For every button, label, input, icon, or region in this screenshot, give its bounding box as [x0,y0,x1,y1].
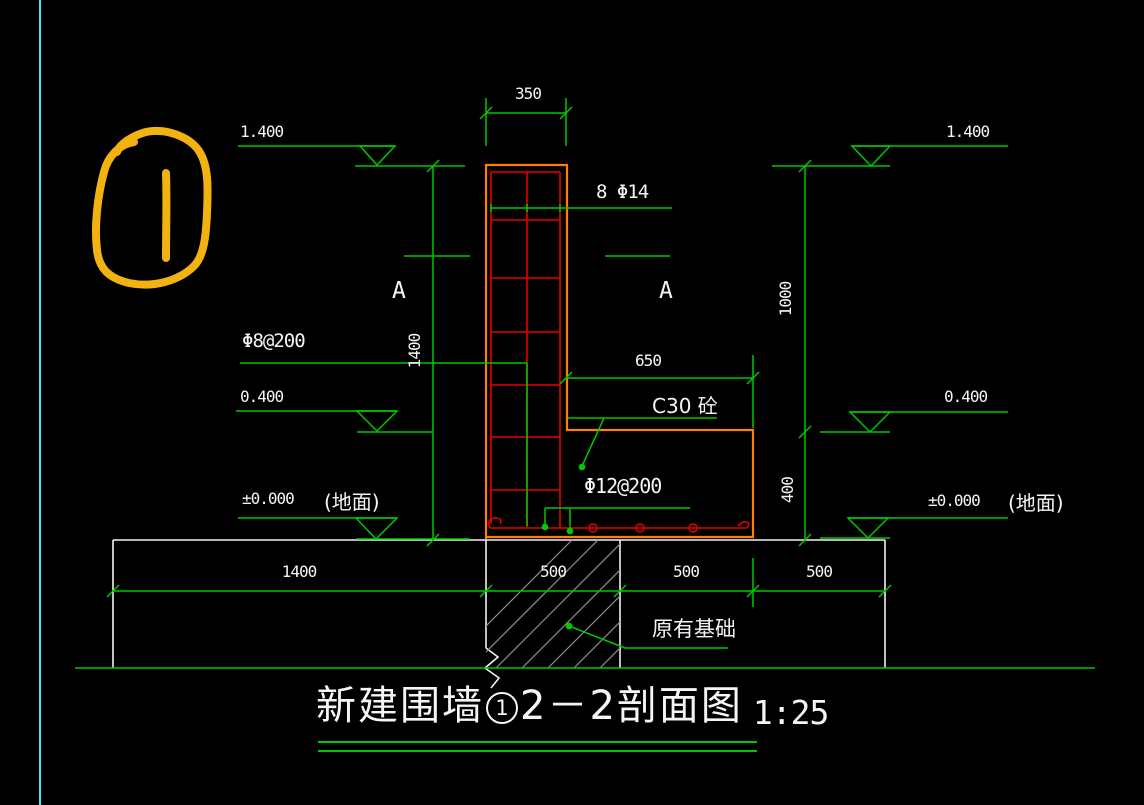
section-mark-a-left: A [392,278,406,304]
dim-base-500b: 500 [673,562,700,581]
rebar-cage [488,171,750,533]
foundation-outline [112,539,886,689]
dim-base-500c: 500 [806,562,833,581]
label-existing-foundation: 原有基础 [652,617,736,641]
section-number-circle-icon: 1 [486,692,518,724]
wall-outline [484,163,755,539]
dim-base-1400: 1400 [281,562,318,581]
drawing-title: 新建围墙 1 2－2剖面图 1:25 [316,680,829,736]
level-mid-left: 0.400 [240,387,284,406]
note-ground-right: (地面) [1008,491,1064,515]
title-name: 新建围墙 [316,683,484,729]
section-mark-a-right: A [659,278,673,304]
marker-loop-icon [91,127,212,289]
hand-drawn-marker [91,127,212,289]
title-section-label: 2－2剖面图 [520,683,743,729]
label-footing-rebar: Φ12@200 [584,474,662,498]
level-ground-right: ±0.000 [928,491,981,510]
label-concrete-grade: C30 砼 [652,394,718,418]
dim-upper-height: 1000 [776,281,795,317]
level-ground-left: ±0.000 [242,489,295,508]
level-mid-right: 0.400 [944,387,988,406]
note-ground-left: (地面) [324,490,380,514]
dimension-annotations [75,98,1095,752]
dim-footing-height: 400 [778,477,797,503]
dim-base-500a: 500 [540,562,567,581]
hatch-existing-foundation [486,540,620,668]
title-scale: 1:25 [752,693,829,732]
dim-footing-width: 650 [635,351,662,370]
dim-wall-height: 1400 [405,333,424,369]
level-top-right: 1.400 [946,122,990,141]
label-wall-stirrup: Φ8@200 [242,330,306,352]
rebar-hook-right-icon [737,521,750,529]
level-top-left: 1.400 [240,122,284,141]
rebar-hook-left-icon [488,517,502,529]
dim-wall-width: 350 [515,84,542,103]
label-top-rebar: 8 Φ14 [596,181,649,203]
